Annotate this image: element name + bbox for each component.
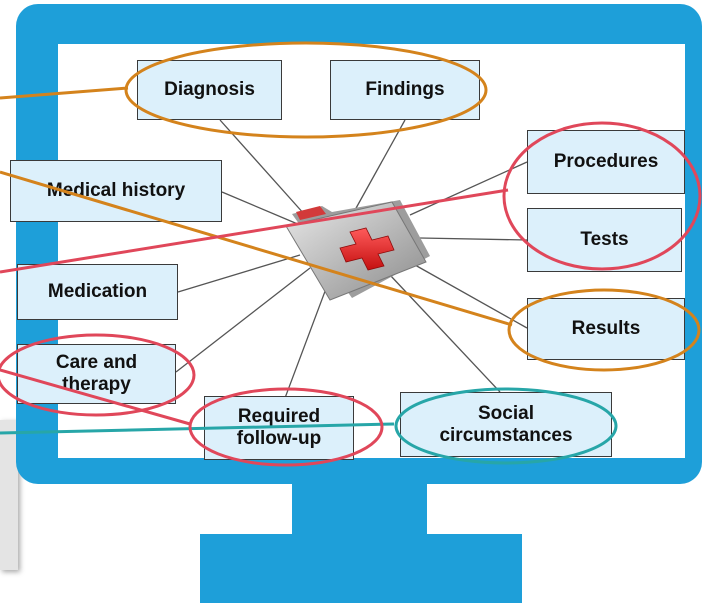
label-follow-up-line2: follow-up	[236, 428, 322, 449]
label-findings-text: Findings	[365, 79, 445, 100]
label-social-line2: circumstances	[439, 424, 573, 446]
label-diagnosis-text: Diagnosis	[164, 79, 255, 100]
highlight-ellipse-follow-up	[188, 387, 384, 467]
label-results-text: Results	[571, 318, 641, 339]
connector-tests	[419, 237, 528, 241]
label-medication: Medication	[17, 264, 178, 320]
highlight-ellipse-social	[394, 387, 618, 465]
label-follow-up: Required follow-up	[204, 396, 354, 460]
label-results: Results	[527, 298, 685, 360]
connector-medical-history	[221, 191, 301, 226]
label-follow-up-line1: Required	[237, 406, 321, 427]
pointer-line-red-2	[0, 368, 191, 426]
pointer-line-red-1	[0, 188, 509, 274]
label-social-circumstances: Social circumstances	[400, 392, 612, 457]
pointer-line-teal	[0, 422, 395, 435]
label-procedures-text: Procedures	[553, 151, 659, 172]
label-social-line1: Social	[478, 402, 534, 424]
label-care-therapy: Care and therapy	[17, 344, 176, 404]
highlight-ellipse-diagnosis-findings	[124, 41, 488, 139]
monitor-stand-neck	[292, 484, 427, 536]
label-medical-history: Medical history	[10, 160, 222, 222]
label-care-line1: Care and	[55, 352, 138, 373]
label-tests-text: Tests	[580, 229, 629, 250]
monitor-stand-base	[200, 534, 522, 603]
connector-procedures	[409, 161, 528, 216]
label-procedures: Procedures	[527, 130, 685, 194]
label-diagnosis: Diagnosis	[137, 60, 282, 120]
connector-diagnosis	[219, 119, 306, 216]
highlight-ellipse-results	[507, 288, 701, 372]
highlight-ellipse-care-therapy	[0, 333, 196, 417]
connector-results	[414, 264, 528, 329]
label-care-line2: therapy	[62, 374, 131, 395]
label-findings: Findings	[330, 60, 480, 120]
connector-follow-up	[284, 277, 331, 399]
connector-findings	[354, 119, 406, 211]
highlight-ellipse-procedures-tests	[502, 121, 702, 271]
pointer-line-orange-2	[0, 170, 513, 327]
background-panel	[0, 420, 18, 570]
connector-care-therapy	[175, 267, 311, 373]
connector-medication	[177, 254, 301, 293]
pointer-line-orange-1	[0, 86, 129, 100]
label-medication-text: Medication	[47, 281, 148, 302]
label-tests: Tests	[527, 208, 682, 272]
